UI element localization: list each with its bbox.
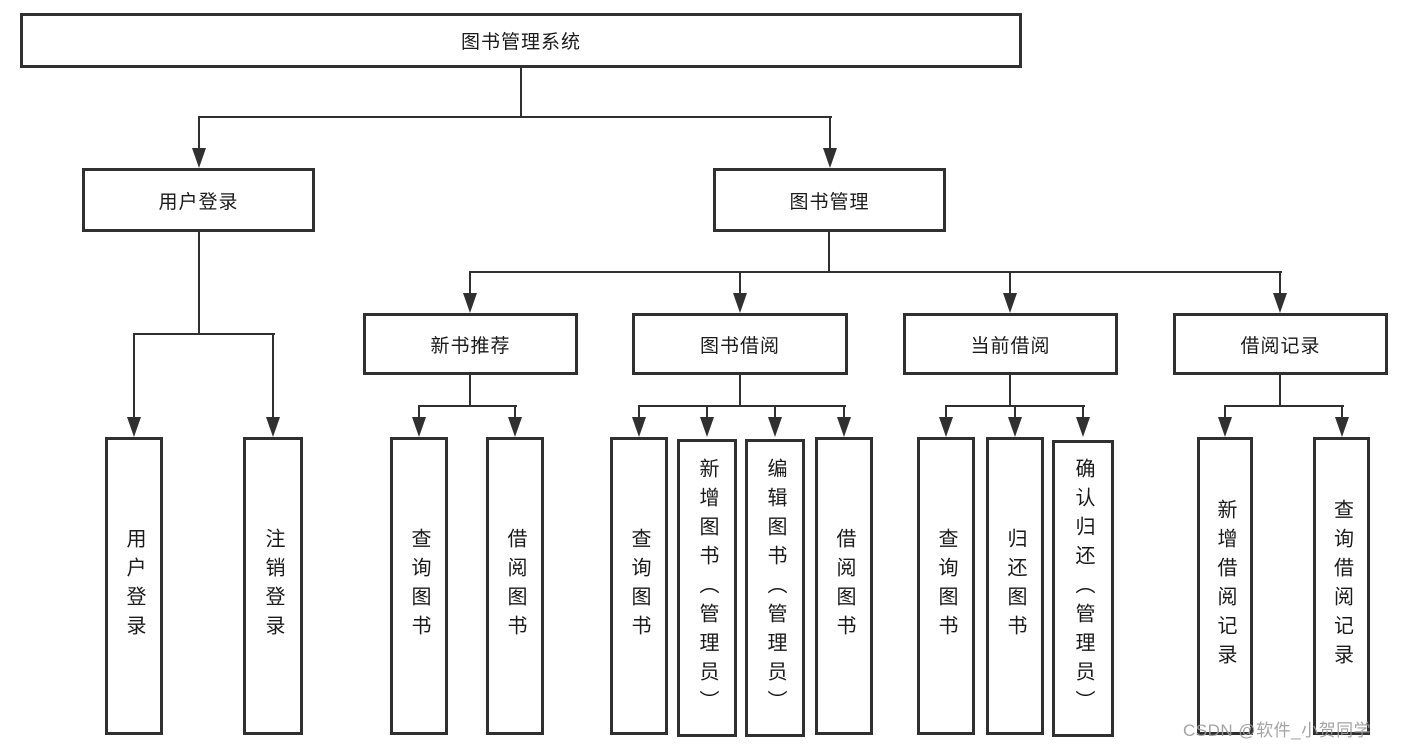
connector-to-leaf	[706, 405, 708, 419]
connector-to-leaf	[514, 405, 516, 419]
leaf-query-books-borrowing: 查询图书	[610, 437, 668, 735]
connector-to-new-book-recommend	[469, 271, 471, 295]
leaf-label: 确认归还（管理员）	[1072, 458, 1094, 719]
leaf-add-book-admin: 新增图书（管理员）	[677, 439, 737, 737]
leaf-query-borrow-record: 查询借阅记录	[1313, 437, 1370, 735]
node-label: 当前借阅	[970, 335, 1051, 357]
node-label: 用户登录	[158, 191, 239, 213]
arrowhead-down-icon	[939, 417, 953, 437]
leaf-borrow-books-borrowing: 借阅图书	[815, 437, 873, 735]
connector-to-leaf	[418, 405, 420, 419]
connector-records-crossbar	[1224, 405, 1344, 407]
node-label: 借阅记录	[1240, 335, 1321, 357]
arrowhead-down-icon	[1335, 417, 1349, 437]
connector-borrowing-stem	[739, 375, 741, 407]
arrowhead-down-icon	[837, 417, 851, 437]
arrowhead-down-icon	[632, 417, 646, 437]
connector-root-to-book-management	[829, 116, 831, 152]
connector-to-leaf	[1014, 405, 1016, 419]
connector-root-stem	[520, 65, 522, 117]
connector-to-current-borrowing	[1009, 271, 1011, 295]
node-label: 图书管理	[789, 191, 870, 213]
connector-root-to-user-login	[198, 116, 200, 152]
csdn-watermark: CSDN @软件_小贺同学	[1183, 721, 1372, 740]
leaf-label: 借阅图书	[504, 528, 526, 644]
connector-current-stem	[1009, 375, 1011, 407]
arrowhead-down-icon	[768, 417, 782, 437]
leaf-label: 注销登录	[262, 528, 284, 644]
node-book-management: 图书管理	[713, 168, 946, 232]
arrowhead-down-icon	[1003, 293, 1017, 313]
arrowhead-down-icon	[1218, 417, 1232, 437]
arrowhead-down-icon	[463, 293, 477, 313]
leaf-label: 用户登录	[123, 528, 145, 644]
node-user-login: 用户登录	[82, 168, 315, 232]
arrowhead-down-icon	[508, 417, 522, 437]
node-borrowing-records: 借阅记录	[1173, 313, 1388, 375]
arrowhead-down-icon	[1008, 417, 1022, 437]
arrowhead-down-icon	[733, 293, 747, 313]
connector-to-leaf-logout	[272, 333, 274, 419]
connector-book-management-stem	[828, 232, 830, 273]
connector-recommend-crossbar	[418, 405, 517, 407]
leaf-user-login: 用户登录	[105, 437, 163, 735]
leaf-label: 查询借阅记录	[1330, 499, 1353, 673]
node-current-borrowing: 当前借阅	[903, 313, 1118, 375]
node-label: 新书推荐	[430, 335, 511, 357]
leaf-add-borrow-record: 新增借阅记录	[1197, 437, 1253, 735]
leaf-label: 查询图书	[935, 528, 957, 644]
leaf-label: 借阅图书	[833, 528, 855, 644]
connector-to-borrowing-records	[1279, 271, 1281, 295]
leaf-query-books-current: 查询图书	[917, 437, 975, 735]
connector-root-crossbar	[198, 116, 832, 118]
connector-records-stem	[1279, 375, 1281, 407]
arrowhead-down-icon	[412, 417, 426, 437]
connector-user-login-crossbar	[133, 333, 275, 335]
leaf-label: 编辑图书（管理员）	[764, 457, 786, 719]
connector-to-leaf	[1082, 405, 1084, 419]
connector-to-leaf	[774, 405, 776, 419]
arrowhead-down-icon	[823, 148, 837, 168]
leaf-return-books: 归还图书	[986, 437, 1044, 735]
leaf-edit-book-admin: 编辑图书（管理员）	[745, 439, 805, 737]
connector-to-leaf	[843, 405, 845, 419]
connector-to-leaf-user-login	[133, 333, 135, 419]
connector-to-leaf	[945, 405, 947, 419]
connector-book-management-crossbar	[469, 271, 1282, 273]
node-label: 图书借阅	[699, 335, 780, 357]
leaf-label: 查询图书	[408, 528, 430, 644]
connector-borrowing-crossbar	[638, 405, 846, 407]
connector-user-login-stem	[198, 232, 200, 335]
connector-to-book-borrowing	[739, 271, 741, 295]
leaf-borrow-books-recommend: 借阅图书	[486, 437, 544, 735]
arrowhead-down-icon	[1076, 417, 1090, 437]
leaf-logout: 注销登录	[243, 437, 303, 735]
connector-to-leaf	[1224, 405, 1226, 419]
connector-to-leaf	[638, 405, 640, 419]
arrowhead-down-icon	[127, 417, 141, 437]
arrowhead-down-icon	[700, 417, 714, 437]
leaf-query-books-recommend: 查询图书	[390, 437, 448, 735]
arrowhead-down-icon	[192, 148, 206, 168]
leaf-label: 查询图书	[628, 528, 650, 644]
leaf-label: 归还图书	[1004, 528, 1026, 644]
arrowhead-down-icon	[1273, 293, 1287, 313]
node-book-borrowing: 图书借阅	[632, 313, 848, 375]
connector-to-leaf	[1341, 405, 1343, 419]
leaf-label: 新增借阅记录	[1214, 499, 1236, 673]
node-label: 图书管理系统	[460, 32, 581, 53]
leaf-confirm-return-admin: 确认归还（管理员）	[1052, 440, 1114, 737]
node-library-management-system: 图书管理系统	[20, 13, 1022, 68]
arrowhead-down-icon	[266, 417, 280, 437]
node-new-book-recommend: 新书推荐	[363, 313, 578, 375]
connector-recommend-stem	[469, 375, 471, 407]
leaf-label: 新增图书（管理员）	[696, 457, 718, 719]
